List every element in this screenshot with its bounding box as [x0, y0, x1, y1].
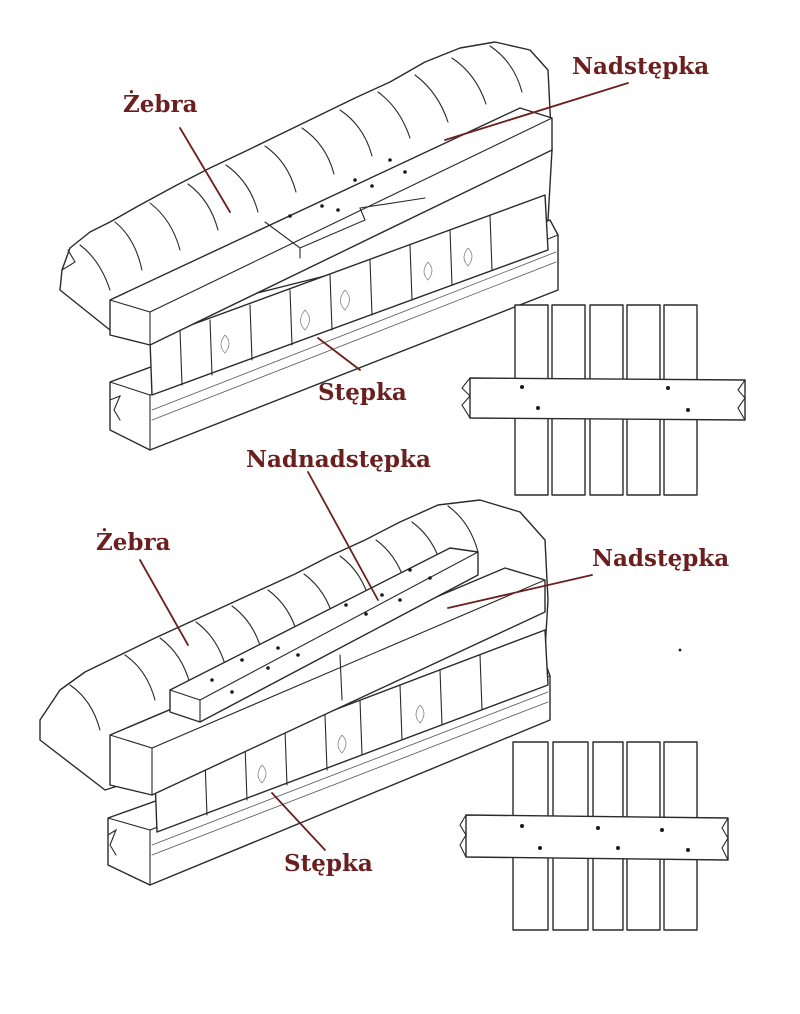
bottom-plan-view [459, 648, 729, 931]
bottom-ribs-label: Żebra [96, 529, 171, 556]
top-keelson-bolts [288, 158, 407, 218]
top-keelson [109, 107, 553, 346]
top-keelson-label: Nadstępka [572, 53, 710, 80]
bottom-assembly [39, 471, 593, 886]
top-rib-ends [149, 194, 549, 396]
top-keel-label: Stępka [318, 379, 407, 406]
bottom-rib-ends [154, 629, 549, 833]
bottom-sister-keelson [169, 547, 479, 723]
bottom-keelson [109, 567, 546, 796]
top-ribs [59, 41, 553, 331]
bottom-leaders [139, 471, 593, 851]
top-assembly [59, 41, 629, 451]
bottom-bolts [210, 568, 432, 694]
top-plan-view [461, 304, 746, 496]
top-leaders [179, 82, 629, 371]
top-ribs-label: Żebra [123, 91, 198, 118]
bottom-keelson-label: Nadstępka [592, 545, 730, 572]
bottom-keel-label: Stępka [284, 850, 373, 877]
bottom-sister-keelson-label: Nadnadstępka [246, 446, 431, 473]
